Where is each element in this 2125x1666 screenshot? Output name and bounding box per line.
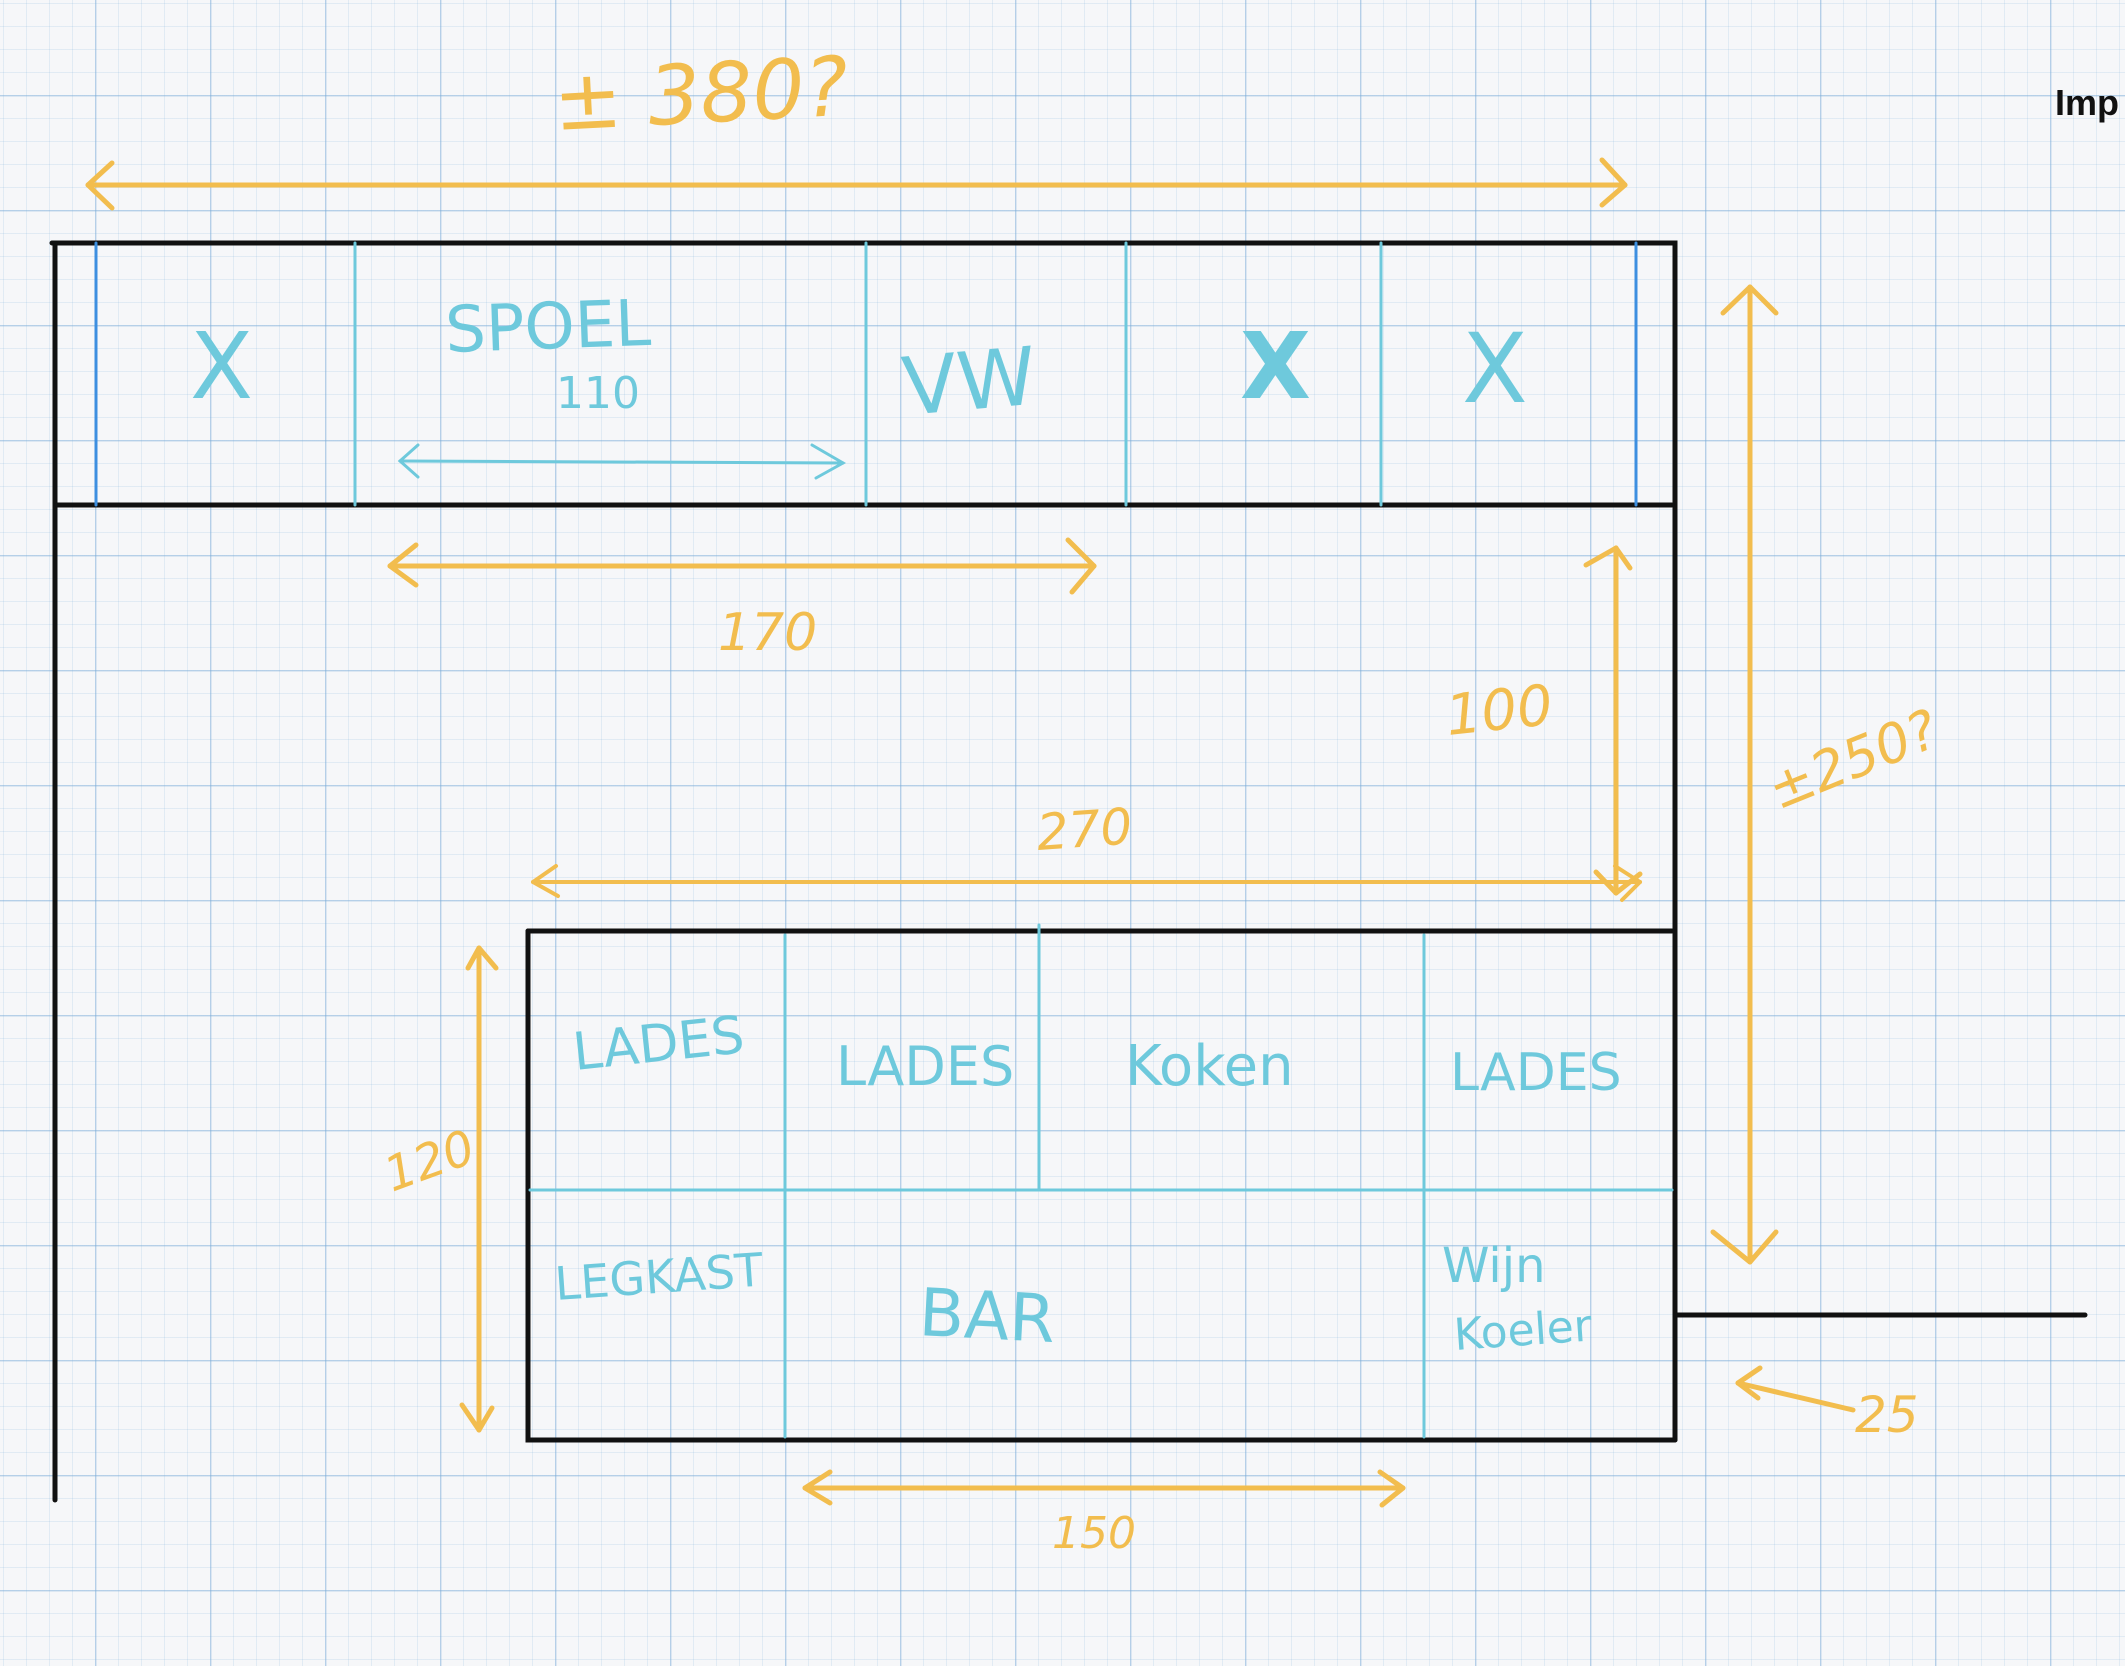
top-cell-1-label: X: [190, 313, 253, 420]
gap-depth-arrow: [1583, 545, 1643, 896]
top-row-edge-lines: [94, 241, 1638, 507]
gap-depth-label: 100: [1443, 673, 1556, 749]
vw-label: VW: [899, 330, 1040, 434]
island-r2c3-line2: Koeler: [1452, 1300, 1594, 1361]
corner-label-25: 25: [1855, 1386, 1919, 1444]
spoel-width-arrow: [387, 537, 1097, 595]
bar-width-label: 150: [1052, 1508, 1136, 1559]
corner-label: Imp: [2055, 82, 2120, 123]
corner-arrow: [1735, 1365, 1856, 1413]
island-r2c1-label: LEGKAST: [553, 1243, 766, 1311]
island-r2c2-label: BAR: [917, 1274, 1057, 1358]
top-cell-4-label: X: [1240, 313, 1311, 420]
right-height-label: ±250?: [1759, 697, 1947, 822]
island-depth-label: 120: [377, 1119, 482, 1203]
island-r1c1-label: LADES: [570, 1005, 747, 1083]
total-width-label: ± 380?: [551, 40, 850, 150]
room-outline: [49, 240, 2088, 1503]
spoel-label: SPOEL: [444, 287, 652, 368]
island-r1c2-label: LADES: [836, 1035, 1014, 1098]
spoel-width-label: 170: [718, 603, 817, 663]
right-height-arrow: [1710, 284, 1779, 1265]
spoel-arrow: [397, 443, 847, 480]
island-r1c3-label: Koken: [1125, 1034, 1294, 1099]
top-cell-5-label: X: [1462, 313, 1528, 425]
bar-width-arrow: [802, 1469, 1406, 1508]
island-outline: [525, 928, 1678, 1443]
island-top-arrow: [531, 864, 1642, 902]
spoel-size-label: 110: [556, 368, 640, 419]
island-r2c3-line1: Wijn: [1442, 1238, 1546, 1294]
island-top-label: 270: [1035, 797, 1134, 862]
cabinet-dividers: [353, 241, 1674, 1439]
total-width-arrow: [85, 157, 1628, 211]
island-r1c4-label: LADES: [1450, 1043, 1622, 1103]
island-depth-arrow: [459, 945, 499, 1433]
